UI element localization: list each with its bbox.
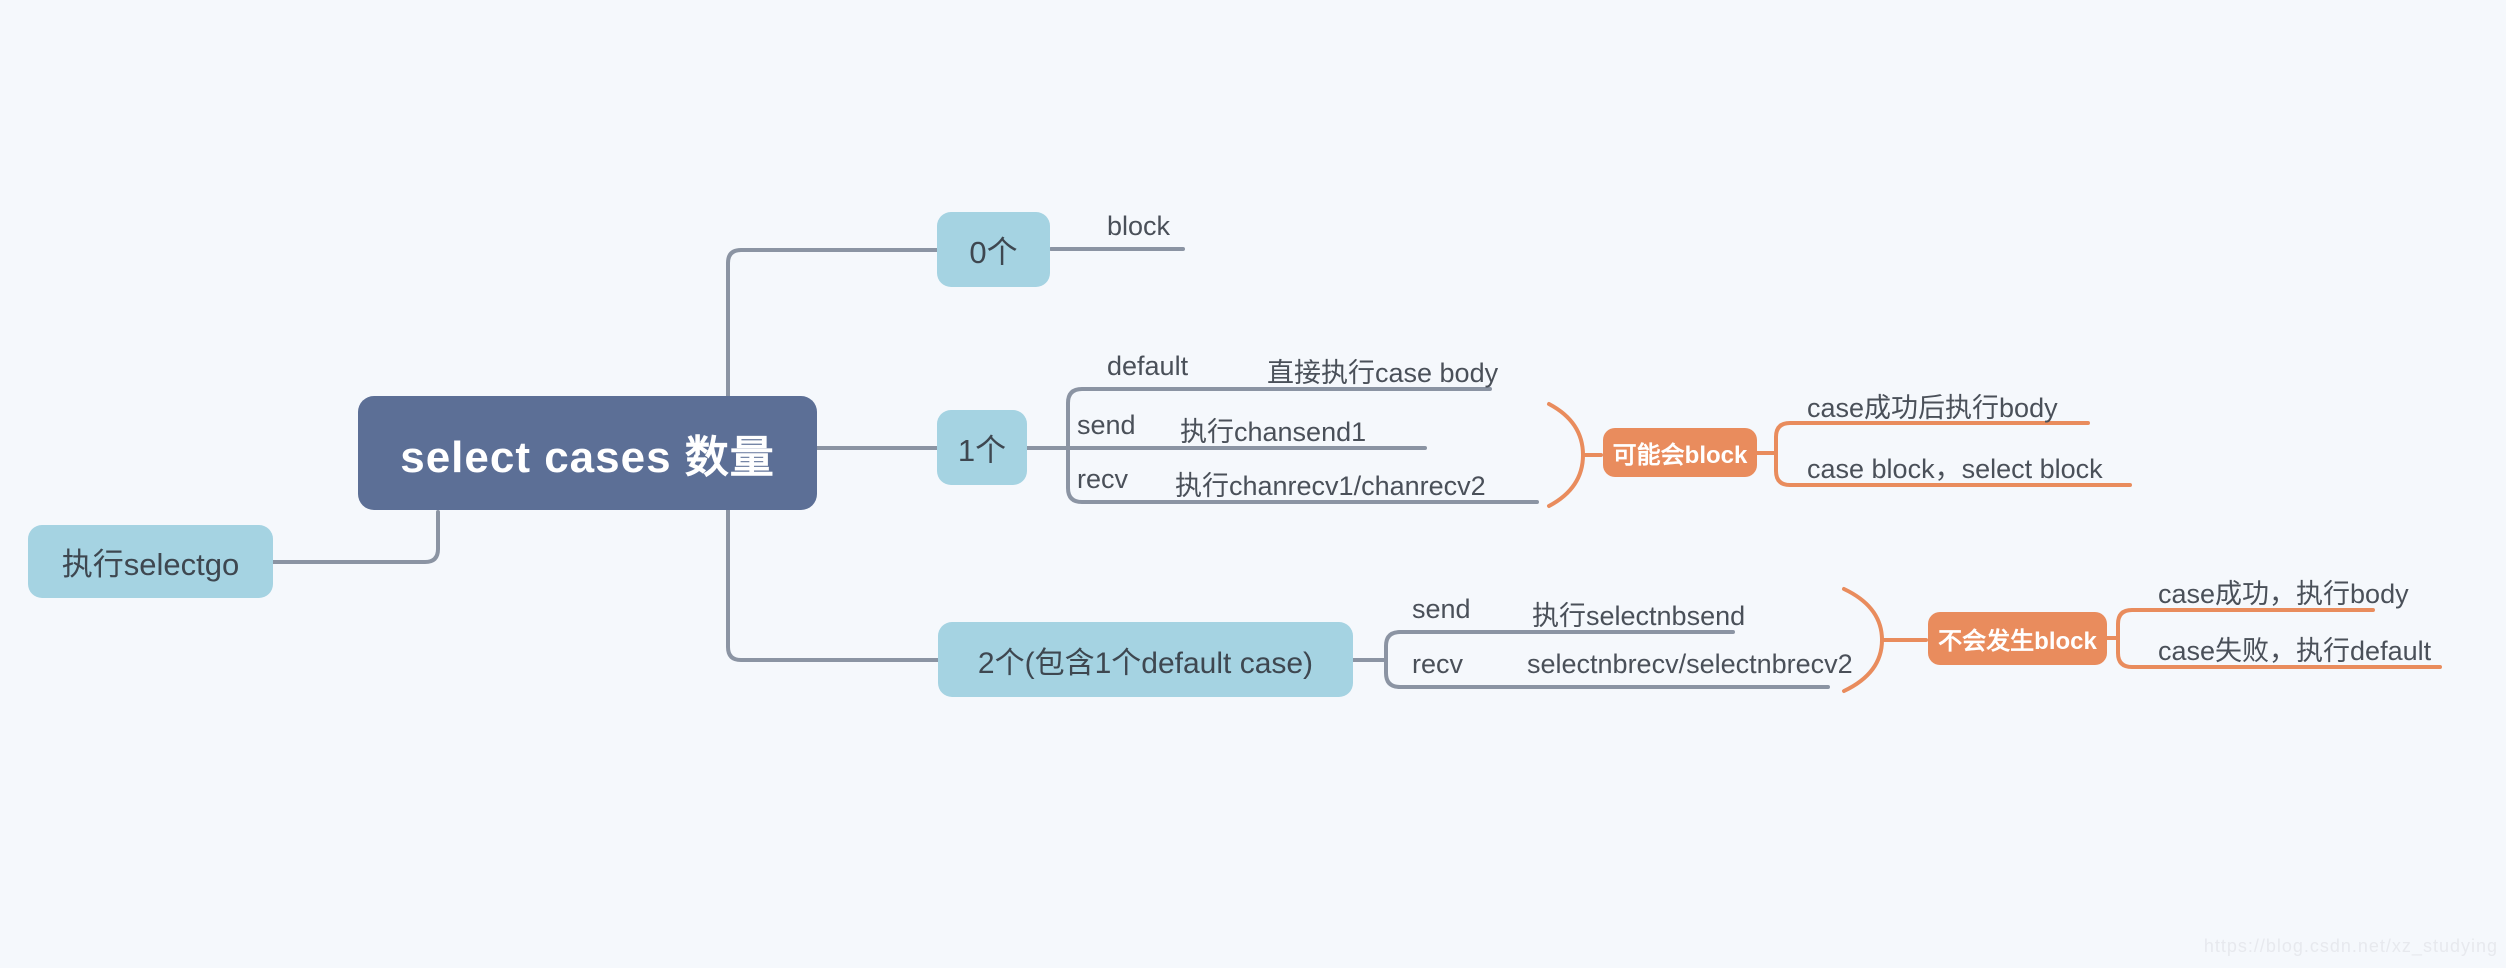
branch0-leaf-block[interactable]: block (1107, 211, 1171, 241)
node-branch1-1ge[interactable]: 1个 (937, 410, 1027, 485)
node-branch2-2ge[interactable]: 2个(包含1个default case) (938, 622, 1353, 697)
group-brace-branch1-icon (1547, 402, 1586, 508)
branch2-row-send-value[interactable]: 执行selectnbsend (1532, 601, 1746, 631)
result2-child-fail[interactable]: case失败，执行default (2158, 636, 2432, 666)
branch1-row-default-key[interactable]: default (1107, 351, 1189, 381)
result2-child-success[interactable]: case成功，执行body (2158, 579, 2409, 609)
node-result-no-block[interactable]: 不会发生block (1928, 612, 2107, 665)
branch1-row-send-value[interactable]: 执行chansend1 (1180, 417, 1367, 447)
connector-root-to-branch2 (726, 506, 940, 662)
connector-root-to-branch0 (726, 248, 939, 400)
node-exec-selectgo[interactable]: 执行selectgo (28, 525, 273, 598)
result1-child-success[interactable]: case成功后执行body (1807, 393, 2058, 423)
connector-selectgo-to-root (271, 510, 440, 564)
branch1-row-default-value[interactable]: 直接执行case body (1267, 358, 1499, 388)
result1-child-block[interactable]: case block，select block (1807, 454, 2103, 484)
branch2-row-recv-key[interactable]: recv (1412, 649, 1464, 679)
branch1-row-recv-value[interactable]: 执行chanrecv1/chanrecv2 (1175, 471, 1486, 501)
node-result-maybe-block[interactable]: 可能会block (1603, 428, 1757, 477)
csdn-watermark: https://blog.csdn.net/xz_studying (2203, 936, 2498, 956)
branch2-row-recv-value[interactable]: selectnbrecv/selectnbrecv2 (1527, 649, 1853, 679)
branch2-row-send-key[interactable]: send (1412, 594, 1471, 624)
branch1-row-send-key[interactable]: send (1077, 410, 1136, 440)
branch1-row-recv-key[interactable]: recv (1077, 464, 1129, 494)
root-node[interactable]: select cases 数量 (358, 396, 817, 510)
node-branch0-0ge[interactable]: 0个 (937, 212, 1050, 287)
